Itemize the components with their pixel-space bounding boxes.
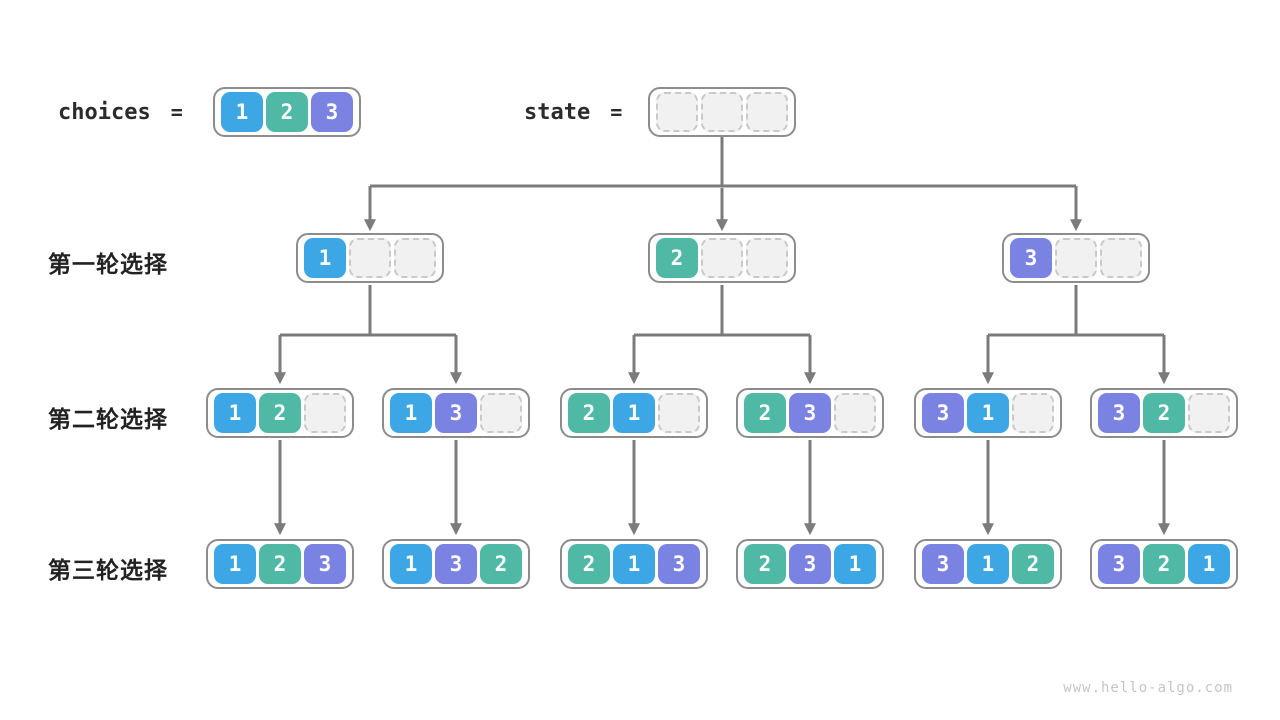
state-header: state = — [524, 87, 622, 137]
round3-box-321: 3 2 1 — [1090, 539, 1238, 589]
cell — [480, 393, 522, 433]
cell: 3 — [789, 393, 831, 433]
equals-sign: = — [610, 100, 623, 124]
round2-box-13: 1 3 — [382, 388, 530, 438]
round2-box-32: 3 2 — [1090, 388, 1238, 438]
cell: 1 — [967, 544, 1009, 584]
cell: 2 — [656, 238, 698, 278]
round3-box-312: 3 1 2 — [914, 539, 1062, 589]
cell: 2 — [480, 544, 522, 584]
cell: 3 — [1098, 393, 1140, 433]
cell — [1188, 393, 1230, 433]
round1-box-1: 1 — [296, 233, 444, 283]
state-box — [648, 87, 796, 137]
cell — [701, 92, 743, 132]
cell: 3 — [789, 544, 831, 584]
cell: 3 — [922, 544, 964, 584]
cell: 1 — [967, 393, 1009, 433]
cell — [1100, 238, 1142, 278]
watermark: www.hello-algo.com — [1063, 680, 1233, 696]
cell — [834, 393, 876, 433]
cell: 2 — [1143, 544, 1185, 584]
cell: 2 — [744, 393, 786, 433]
cell: 2 — [1143, 393, 1185, 433]
cell: 2 — [568, 393, 610, 433]
cell: 1 — [613, 544, 655, 584]
cell: 3 — [1010, 238, 1052, 278]
cell: 3 — [304, 544, 346, 584]
cell: 1 — [613, 393, 655, 433]
cell: 1 — [304, 238, 346, 278]
cell: 1 — [1188, 544, 1230, 584]
cell: 3 — [1098, 544, 1140, 584]
cell — [304, 393, 346, 433]
cell: 2 — [259, 393, 301, 433]
cell — [1012, 393, 1054, 433]
round-2-label: 第二轮选择 — [48, 406, 168, 432]
round2-box-12: 1 2 — [206, 388, 354, 438]
choices-box: 1 2 3 — [213, 87, 361, 137]
cell: 2 — [744, 544, 786, 584]
round1-box-2: 2 — [648, 233, 796, 283]
cell: 2 — [1012, 544, 1054, 584]
cell: 3 — [922, 393, 964, 433]
cell — [1055, 238, 1097, 278]
state-label: state — [524, 99, 591, 125]
cell — [394, 238, 436, 278]
round-3-label: 第三轮选择 — [48, 557, 168, 583]
round-1-label: 第一轮选择 — [48, 251, 168, 277]
cell: 2 — [568, 544, 610, 584]
cell — [658, 393, 700, 433]
round3-box-123: 1 2 3 — [206, 539, 354, 589]
cell: 3 — [658, 544, 700, 584]
cell: 1 — [214, 393, 256, 433]
cell: 3 — [311, 92, 353, 132]
cell — [701, 238, 743, 278]
cell — [746, 238, 788, 278]
cell: 1 — [221, 92, 263, 132]
equals-sign: = — [170, 100, 183, 124]
round3-box-132: 1 3 2 — [382, 539, 530, 589]
cell: 1 — [390, 393, 432, 433]
round3-box-231: 2 3 1 — [736, 539, 884, 589]
round1-box-3: 3 — [1002, 233, 1150, 283]
cell — [349, 238, 391, 278]
choices-header: choices = — [58, 87, 183, 137]
cell: 2 — [259, 544, 301, 584]
round2-box-31: 3 1 — [914, 388, 1062, 438]
cell: 3 — [435, 393, 477, 433]
cell: 3 — [435, 544, 477, 584]
round2-box-23: 2 3 — [736, 388, 884, 438]
cell: 1 — [834, 544, 876, 584]
choices-label: choices — [58, 99, 151, 125]
cell: 2 — [266, 92, 308, 132]
cell: 1 — [214, 544, 256, 584]
round3-box-213: 2 1 3 — [560, 539, 708, 589]
cell — [656, 92, 698, 132]
cell: 1 — [390, 544, 432, 584]
round2-box-21: 2 1 — [560, 388, 708, 438]
cell — [746, 92, 788, 132]
